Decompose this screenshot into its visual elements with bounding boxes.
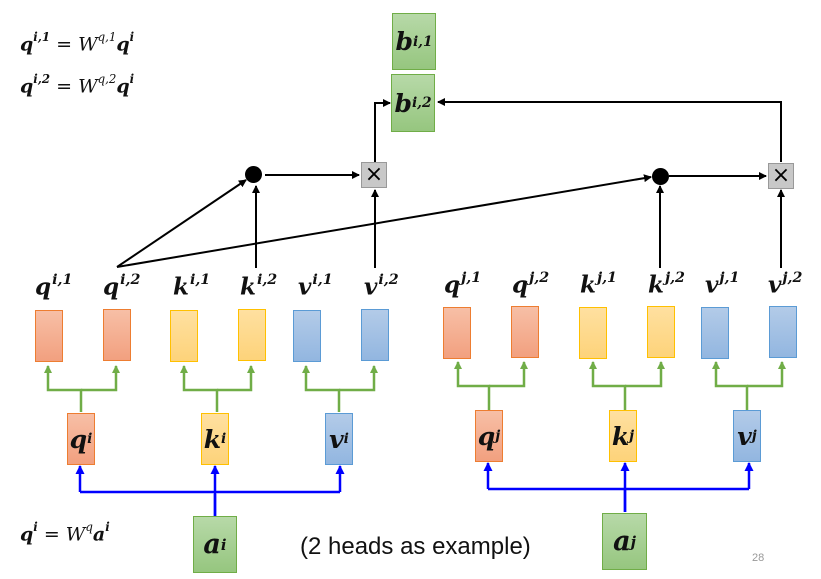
equation-qi1: qi,1 = Wq,1qi: [20, 30, 135, 56]
label-k-i1: ki,1: [173, 272, 211, 301]
vector-q-j2: [511, 306, 539, 358]
arrow-qi2-to-dot-j: [116, 174, 652, 268]
arrow-qi2-to-dot-i: [116, 179, 247, 268]
label-v-j1: vj,1: [705, 270, 740, 299]
vector-k-i2: [238, 309, 266, 361]
example-note: (2 heads as example): [300, 533, 531, 560]
label-k-i2: ki,2: [240, 272, 278, 301]
arrow-mul-j-to-b2: [437, 98, 782, 162]
vector-k-j1: [579, 307, 607, 359]
label-k-j2: kj,2: [648, 270, 685, 299]
label-q-j1: qj,1: [444, 270, 482, 299]
arrow-mul-i-to-b2: [374, 99, 391, 162]
vector-q-i1: [35, 310, 63, 362]
vector-v-i2: [361, 309, 389, 361]
vector-v-j2: [769, 306, 797, 358]
vector-q-j1: [443, 307, 471, 359]
label-v-i1: vi,1: [298, 272, 333, 301]
label-q-i2: qi,2: [103, 272, 141, 301]
dot-product-node-j: [652, 168, 669, 185]
vector-v-j1: [701, 307, 729, 359]
label-v-i2: vi,2: [364, 272, 399, 301]
label-q-i1: qi,1: [35, 272, 73, 301]
dot-product-node-i: [245, 166, 262, 183]
label-k-j1: kj,1: [580, 270, 617, 299]
input-arrows: [75, 462, 754, 516]
equation-qi2: qi,2 = Wq,2qi: [20, 72, 135, 98]
multiply-node-j: ×: [768, 163, 794, 189]
split-arrows: [44, 361, 786, 412]
attention-arrows: [116, 98, 785, 268]
vector-v-i1: [293, 310, 321, 362]
label-v-j2: vj,2: [768, 270, 803, 299]
page-number: 28: [752, 552, 765, 564]
label-q-j2: qj,2: [512, 270, 550, 299]
vector-k-j2: [647, 306, 675, 358]
vector-k-i1: [170, 310, 198, 362]
vector-q-i2: [103, 309, 131, 361]
equation-qi: qi = Wqai: [20, 520, 110, 546]
multiply-node-i: ×: [361, 162, 387, 188]
